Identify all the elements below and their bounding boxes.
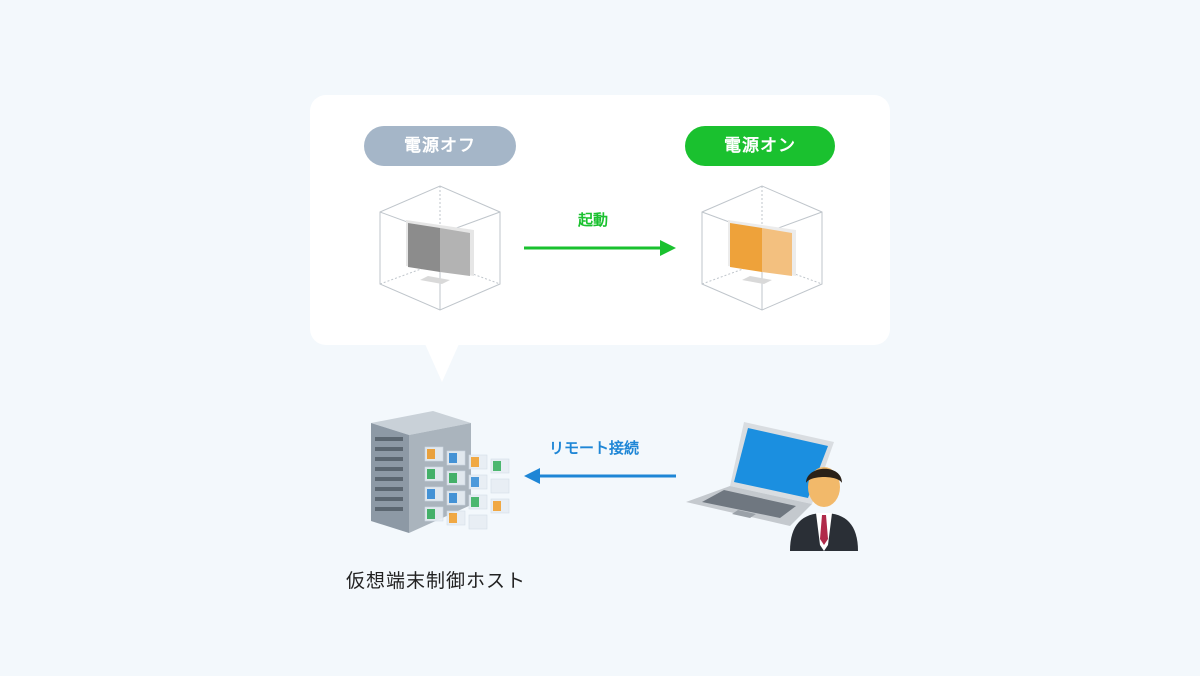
vm-off-icon — [379, 185, 501, 311]
host-label: 仮想端末制御ホスト — [346, 570, 527, 592]
callout-tail — [425, 344, 459, 382]
user-icon — [790, 467, 858, 551]
server-icon — [371, 411, 510, 533]
power-off-badge: 電源オフ — [364, 126, 516, 166]
vm-on-icon — [701, 185, 823, 311]
boot-arrow — [524, 240, 676, 256]
power-on-badge: 電源オン — [685, 126, 835, 166]
laptop-icon — [686, 422, 834, 526]
remote-label: リモート接続 — [549, 439, 640, 457]
boot-label: 起動 — [578, 211, 609, 229]
remote-arrow — [524, 468, 676, 484]
